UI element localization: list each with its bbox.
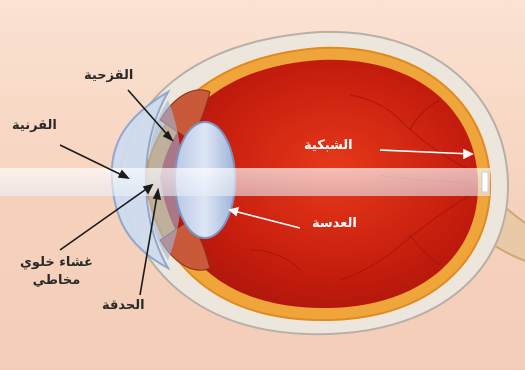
label-pupil: الحدقة (102, 298, 145, 313)
label-cornea: القرنية (12, 118, 57, 133)
light-beam (0, 168, 490, 196)
label-lens: العدسة (312, 216, 357, 231)
label-retina: الشبكية (304, 138, 353, 153)
label-iris: القزحية (84, 68, 133, 83)
label-mucous-membrane: غشاء خلوي مخاطي (20, 254, 93, 290)
